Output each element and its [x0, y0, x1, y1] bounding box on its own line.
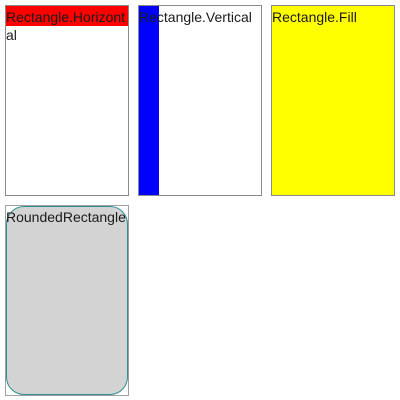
rounded-rectangle-panel: RoundedRectangle [5, 205, 129, 396]
horizontal-rectangle-panel: Rectangle.Horizontal [5, 5, 129, 196]
horizontal-bar [6, 6, 128, 26]
vertical-rectangle-label: Rectangle.Vertical [139, 9, 252, 25]
vertical-bar [139, 6, 159, 195]
horizontal-rectangle-label: Rectangle.Horizontal [6, 9, 126, 43]
rounded-rectangle-label: RoundedRectangle [6, 209, 126, 225]
vertical-rectangle-panel: Rectangle.Vertical [138, 5, 262, 196]
fill-rectangle-panel: Rectangle.Fill [271, 5, 395, 196]
rounded-rectangle-shape [6, 206, 128, 395]
fill-rectangle-label: Rectangle.Fill [272, 9, 357, 25]
fill-area [272, 6, 394, 195]
